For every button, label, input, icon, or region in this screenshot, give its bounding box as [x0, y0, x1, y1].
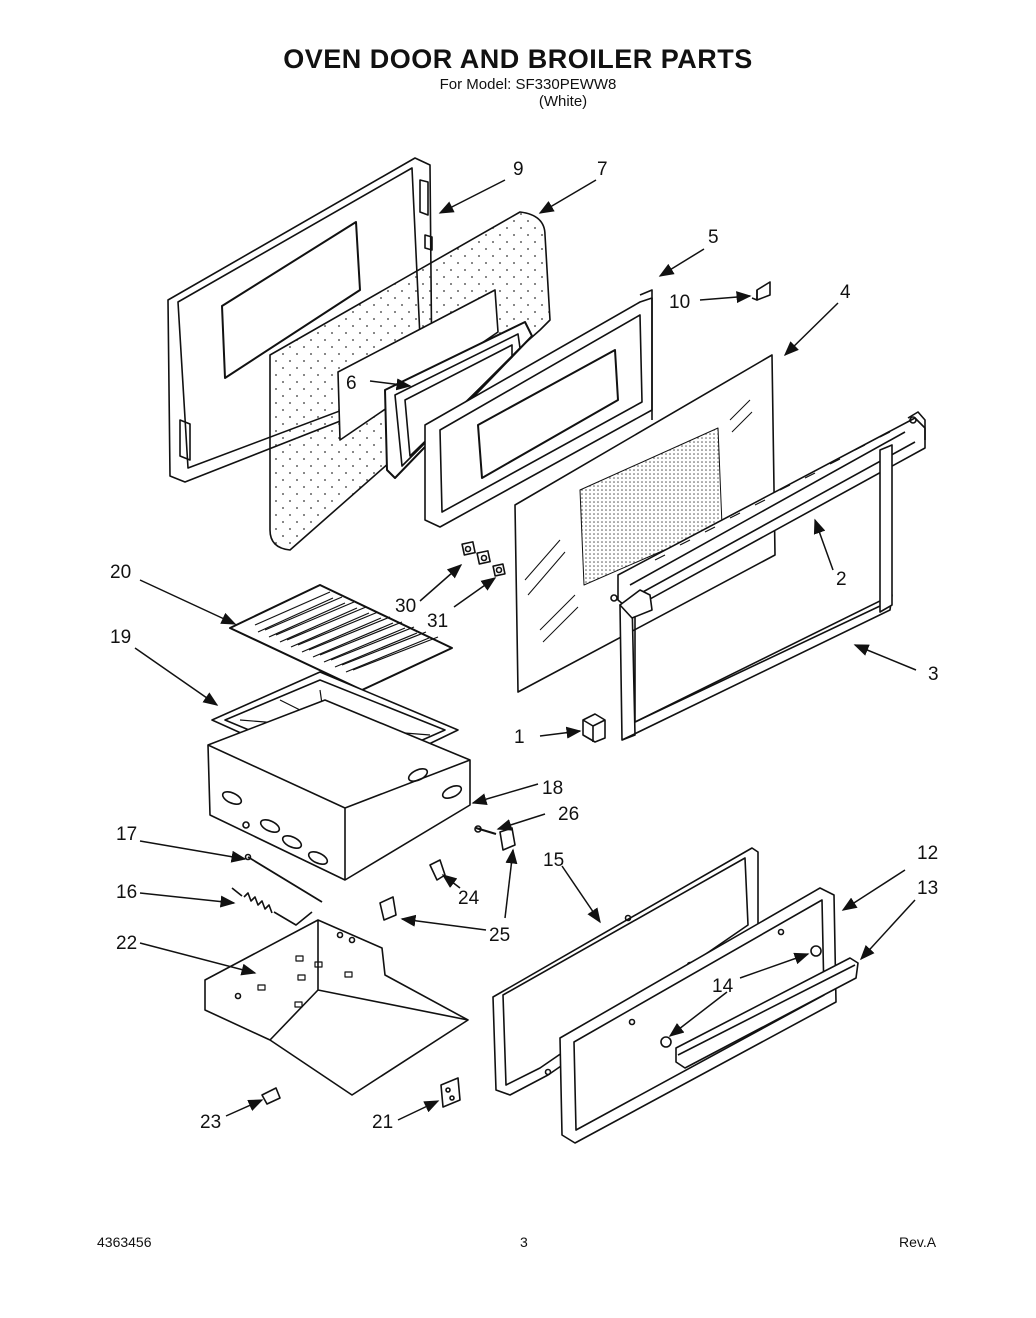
callout-20: 20: [110, 562, 131, 583]
leader-arrows: [134, 179, 917, 1121]
part-16-spring: [231, 887, 313, 926]
part-1-hinge-block: [582, 713, 606, 743]
callout-1: 1: [514, 727, 525, 748]
callout-9: 9: [513, 159, 524, 180]
callout-18: 18: [542, 778, 563, 799]
callout-17: 17: [116, 824, 137, 845]
callout-26: 26: [558, 804, 579, 825]
callout-21: 21: [372, 1112, 393, 1133]
color-line: (White): [538, 93, 588, 110]
callout-23: 23: [200, 1112, 221, 1133]
callout-12: 12: [917, 843, 938, 864]
callout-30: 30: [395, 596, 416, 617]
callout-4: 4: [840, 282, 851, 303]
callout-22: 22: [116, 933, 137, 954]
callout-19: 19: [110, 627, 131, 648]
callout-24: 24: [458, 888, 480, 909]
page-title: OVEN DOOR AND BROILER PARTS: [283, 44, 753, 74]
part-5-glass-frame: [424, 289, 653, 528]
document-number: 4363456: [97, 1234, 152, 1250]
callout-15: 15: [543, 850, 564, 871]
callout-3: 3: [928, 664, 939, 685]
part-22-broiler-base: [204, 919, 469, 1096]
part-3-outer-door-frame: [610, 444, 893, 741]
callout-6: 6: [346, 373, 357, 394]
callout-5: 5: [708, 227, 719, 248]
model-line: For Model: SF330PEWW8: [439, 76, 617, 93]
part-10-clip: [751, 281, 771, 301]
part-30-31-brackets: [461, 541, 506, 577]
callout-14: 14: [712, 976, 734, 997]
callout-7: 7: [597, 159, 608, 180]
page-number: 3: [520, 1234, 528, 1250]
revision-label: Rev.A: [899, 1234, 937, 1250]
callout-10: 10: [669, 292, 690, 313]
part-23-fastener: [261, 1087, 281, 1105]
callout-2: 2: [836, 569, 847, 590]
part-13-drawer-handle: [675, 957, 859, 1069]
part-18-broiler-pan: [207, 699, 471, 881]
part-6-door-glass-pack: [384, 321, 533, 479]
part-24-25-26-hardware: [379, 825, 516, 921]
part-2-door-trim: [617, 411, 926, 611]
callout-31: 31: [427, 611, 448, 632]
callout-labels: 9 7 5 10 4 6 30 31 2 3 1 20 19 18 26 17 …: [110, 159, 939, 1133]
callout-16: 16: [116, 882, 137, 903]
callout-25: 25: [489, 925, 510, 946]
part-20-broiler-grid: [229, 584, 453, 691]
part-21-bracket: [440, 1077, 461, 1108]
part-14-nuts: [660, 945, 822, 1048]
model-info: For Model: SF330PEWW8 (White): [0, 76, 1036, 110]
callout-13: 13: [917, 878, 938, 899]
